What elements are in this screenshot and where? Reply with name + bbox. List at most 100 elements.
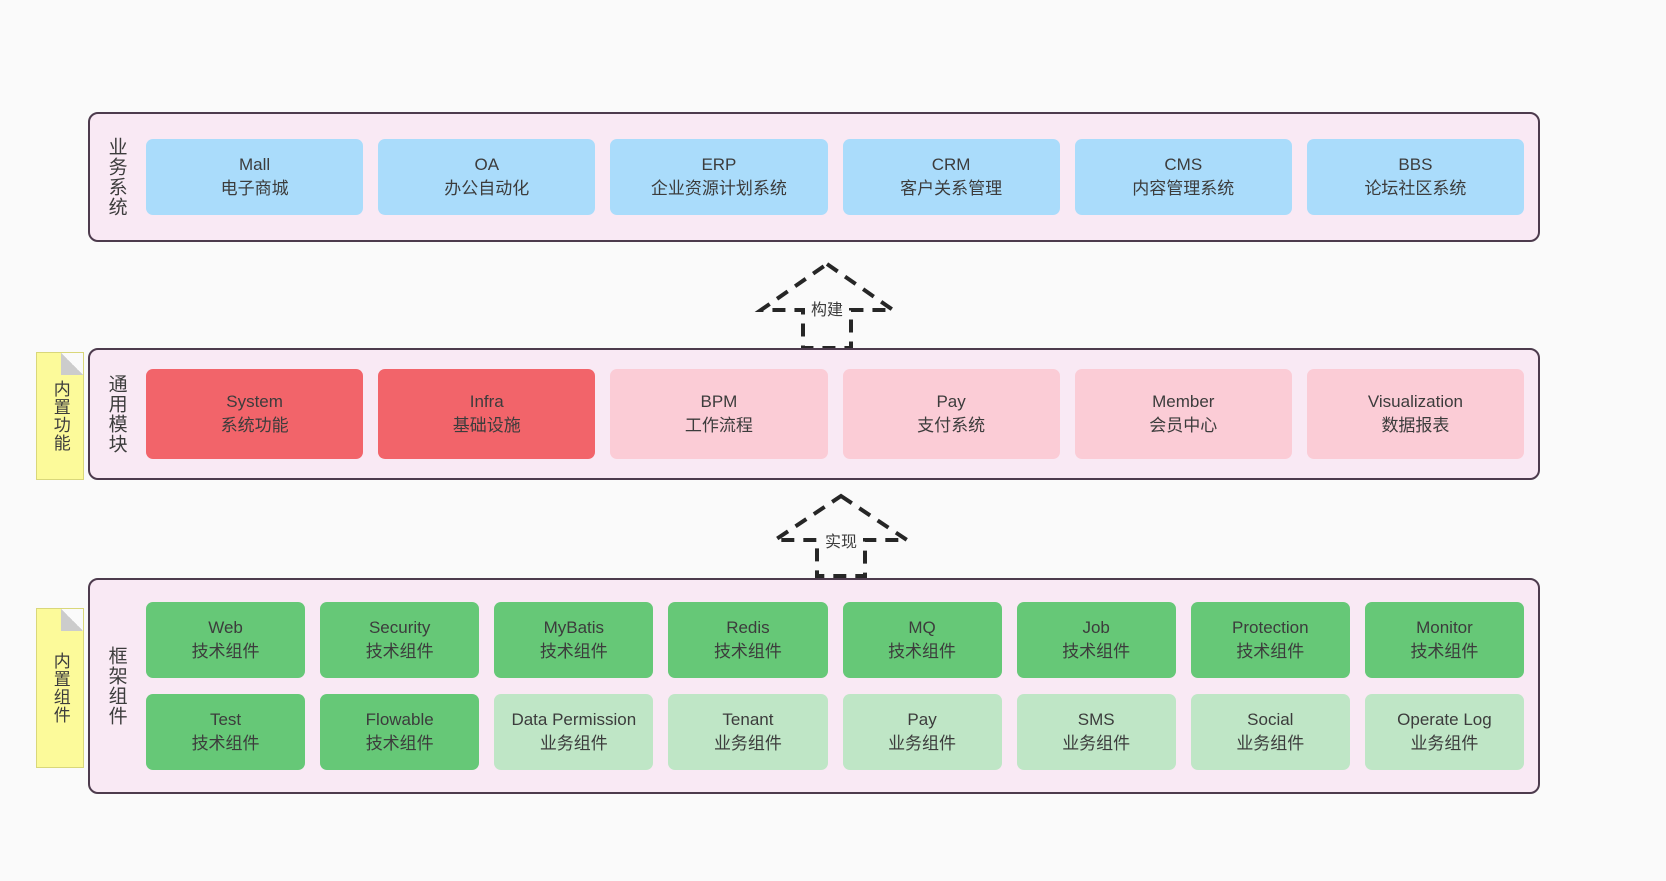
component-name: Web: [208, 617, 243, 637]
module-infra[interactable]: Infra 基础设施: [378, 369, 596, 459]
component-pay[interactable]: Pay 业务组件: [842, 694, 1002, 770]
component-name: OA: [474, 154, 500, 174]
component-bbs[interactable]: BBS 论坛社区系统: [1306, 139, 1525, 215]
component-desc: 技术组件: [1062, 642, 1131, 661]
sticky-note-label: 内置组件: [50, 652, 70, 724]
component-test[interactable]: Test 技术组件: [146, 694, 306, 770]
component-desc: 电子商城: [220, 179, 289, 198]
component-name: Operate Log: [1397, 709, 1492, 729]
layer-title-common-modules: 通用模块: [105, 374, 127, 454]
component-name: Job: [1082, 617, 1110, 637]
component-name: Social: [1247, 709, 1294, 729]
sticky-note-builtin-function: 内置功能: [36, 352, 84, 480]
business-row: Mall 电子商城 OA 办公自动化 ERP 企业资源计划系统 CRM 客户关系…: [146, 139, 1525, 215]
module-bpm[interactable]: BPM 工作流程: [610, 369, 828, 459]
component-redis[interactable]: Redis 技术组件: [668, 602, 828, 678]
component-name: Data Permission: [511, 709, 637, 729]
layer-common-modules: 通用模块 System 系统功能 Infra 基础设施 BPM 工作流程 Pay…: [88, 348, 1540, 480]
framework-row-business: Test 技术组件 Flowable 技术组件 Data Permission …: [146, 694, 1524, 770]
arrow-implement-label: 实现: [824, 534, 857, 551]
component-desc: 客户关系管理: [900, 179, 1003, 198]
component-desc: 技术组件: [191, 734, 260, 753]
component-desc: 业务组件: [1410, 734, 1479, 753]
component-desc: 技术组件: [539, 642, 608, 661]
component-desc: 技术组件: [191, 642, 260, 661]
module-desc: 工作流程: [684, 416, 753, 435]
component-security[interactable]: Security 技术组件: [320, 602, 480, 678]
component-desc: 技术组件: [1410, 642, 1479, 661]
module-desc: 系统功能: [220, 416, 289, 435]
module-name: Infra: [469, 391, 504, 411]
layer-title-framework-components: 框架组件: [105, 646, 127, 726]
module-name: Visualization: [1367, 391, 1464, 411]
component-name: Security: [368, 617, 431, 637]
component-name: BBS: [1398, 154, 1433, 174]
component-name: MQ: [908, 617, 936, 637]
module-name: Pay: [936, 391, 966, 411]
component-flowable[interactable]: Flowable 技术组件: [320, 694, 480, 770]
component-protection[interactable]: Protection 技术组件: [1190, 602, 1350, 678]
component-monitor[interactable]: Monitor 技术组件: [1364, 602, 1524, 678]
framework-row-tech: Web 技术组件 Security 技术组件 MyBatis 技术组件 Redi…: [146, 602, 1524, 678]
module-name: Member: [1152, 391, 1215, 411]
component-desc: 业务组件: [888, 734, 957, 753]
component-name: Tenant: [722, 709, 774, 729]
component-name: Pay: [907, 709, 937, 729]
component-job[interactable]: Job 技术组件: [1016, 602, 1176, 678]
arrow-build-label: 构建: [810, 302, 843, 319]
component-desc: 技术组件: [365, 642, 434, 661]
component-desc: 论坛社区系统: [1364, 179, 1467, 198]
component-name: Test: [209, 709, 242, 729]
component-name: MyBatis: [543, 617, 605, 637]
component-desc: 业务组件: [713, 734, 782, 753]
layer-title-business-systems: 业务系统: [105, 137, 127, 217]
component-name: CRM: [931, 154, 971, 174]
module-name: BPM: [700, 391, 738, 411]
component-name: Redis: [726, 617, 770, 637]
common-row: System 系统功能 Infra 基础设施 BPM 工作流程 Pay 支付系统…: [146, 369, 1525, 459]
layer-body-framework-components: Web 技术组件 Security 技术组件 MyBatis 技术组件 Redi…: [142, 580, 1538, 792]
component-desc: 技术组件: [365, 734, 434, 753]
component-operate-log[interactable]: Operate Log 业务组件: [1364, 694, 1524, 770]
module-pay[interactable]: Pay 支付系统: [842, 369, 1060, 459]
module-name: System: [226, 391, 283, 411]
component-desc: 业务组件: [1062, 734, 1131, 753]
module-visualization[interactable]: Visualization 数据报表: [1306, 369, 1525, 459]
component-desc: 内容管理系统: [1132, 179, 1235, 198]
module-desc: 基础设施: [452, 416, 521, 435]
sticky-note-label: 内置功能: [50, 380, 70, 452]
component-name: SMS: [1077, 709, 1115, 729]
component-name: Protection: [1232, 617, 1309, 637]
layer-body-common-modules: System 系统功能 Infra 基础设施 BPM 工作流程 Pay 支付系统…: [142, 350, 1538, 478]
component-desc: 技术组件: [1236, 642, 1305, 661]
component-desc: 业务组件: [539, 734, 608, 753]
component-cms[interactable]: CMS 内容管理系统: [1074, 139, 1292, 215]
arrow-build: 构建: [754, 260, 900, 352]
component-crm[interactable]: CRM 客户关系管理: [842, 139, 1060, 215]
arrow-implement: 实现: [768, 492, 914, 580]
module-system[interactable]: System 系统功能: [146, 369, 364, 459]
component-name: ERP: [701, 154, 737, 174]
component-erp[interactable]: ERP 企业资源计划系统: [610, 139, 828, 215]
layer-framework-components: 框架组件 Web 技术组件 Security 技术组件 MyBatis 技术组件…: [88, 578, 1540, 794]
module-desc: 会员中心: [1149, 416, 1218, 435]
component-mq[interactable]: MQ 技术组件: [842, 602, 1002, 678]
component-data-permission[interactable]: Data Permission 业务组件: [494, 694, 654, 770]
component-sms[interactable]: SMS 业务组件: [1016, 694, 1176, 770]
component-name: Monitor: [1416, 617, 1473, 637]
component-desc: 技术组件: [888, 642, 957, 661]
layer-business-systems: 业务系统 Mall 电子商城 OA 办公自动化 ERP 企业资源计划系统 CRM…: [88, 112, 1540, 242]
sticky-note-builtin-component: 内置组件: [36, 608, 84, 768]
module-member[interactable]: Member 会员中心: [1074, 369, 1292, 459]
layer-body-business-systems: Mall 电子商城 OA 办公自动化 ERP 企业资源计划系统 CRM 客户关系…: [142, 114, 1538, 240]
component-name: Flowable: [365, 709, 434, 729]
component-tenant[interactable]: Tenant 业务组件: [668, 694, 828, 770]
component-oa[interactable]: OA 办公自动化: [378, 139, 596, 215]
component-social[interactable]: Social 业务组件: [1190, 694, 1350, 770]
component-mall[interactable]: Mall 电子商城: [146, 139, 364, 215]
component-desc: 企业资源计划系统: [650, 179, 787, 198]
component-mybatis[interactable]: MyBatis 技术组件: [494, 602, 654, 678]
module-desc: 支付系统: [917, 416, 986, 435]
component-web[interactable]: Web 技术组件: [146, 602, 306, 678]
